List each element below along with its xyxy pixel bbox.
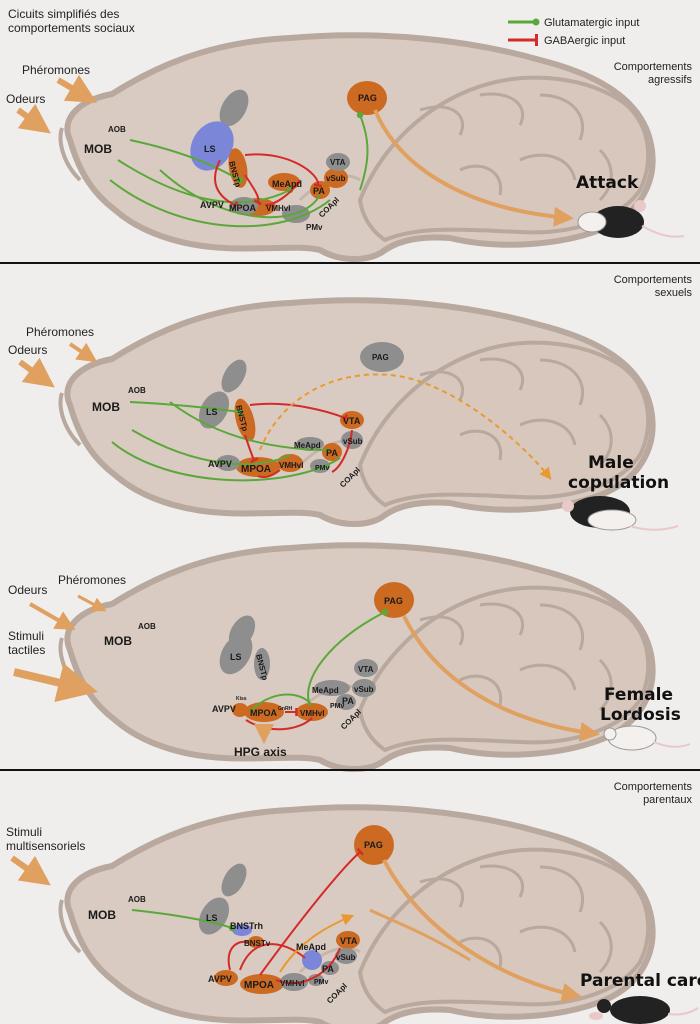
- input-pheromones-3: Phéromones: [58, 573, 126, 587]
- svg-text:PMv: PMv: [315, 465, 330, 472]
- panel-aggressive: Cicuits simplifiés des comportements soc…: [0, 0, 700, 263]
- svg-text:LS: LS: [206, 913, 218, 923]
- label-vta: VTA: [330, 158, 346, 167]
- svg-text:AOB: AOB: [128, 386, 146, 395]
- panel-sexual: Comportements sexuels Phéromones Odeurs: [8, 274, 693, 531]
- legend-glutamatergic-dot: [532, 18, 540, 26]
- svg-text:GnRH: GnRH: [278, 706, 293, 712]
- category-aggressive-line2: agressifs: [648, 74, 693, 86]
- panel-parental: Comportements parentaux Stimuli multisen…: [6, 781, 700, 1024]
- svg-text:MPOA: MPOA: [244, 980, 274, 991]
- svg-text:MPOA: MPOA: [241, 464, 271, 475]
- mouse-copulation-icon: [562, 496, 679, 531]
- label-ls: LS: [204, 144, 216, 154]
- mouse-lordosis-icon: [603, 725, 691, 751]
- legend-gabaergic-label: GABAergic input: [544, 35, 625, 47]
- vsub-node: [324, 168, 348, 188]
- input-pheromones-2: Phéromones: [26, 325, 94, 339]
- svg-text:vSub: vSub: [343, 437, 363, 446]
- svg-text:vSub: vSub: [336, 953, 356, 962]
- inactive-region-blob: [219, 89, 249, 127]
- category-parental-line2: parentaux: [643, 794, 692, 806]
- label-mpoa: MPOA: [229, 203, 257, 213]
- svg-text:vSub: vSub: [354, 685, 374, 694]
- behavior-female-lordosis-line1: Female: [604, 685, 673, 705]
- svg-text:BNSTv: BNSTv: [244, 939, 271, 948]
- input-multisensory-line2: multisensoriels: [6, 839, 85, 853]
- svg-text:PAG: PAG: [372, 353, 389, 362]
- category-parental-line1: Comportements: [614, 781, 693, 793]
- label-aob: AOB: [108, 125, 126, 134]
- svg-text:PA: PA: [326, 448, 338, 458]
- input-stimuli-line1: Stimuli: [8, 629, 44, 643]
- legend-gabaergic-bar: [535, 34, 538, 46]
- label-vmhvl: VMHvl: [266, 204, 290, 213]
- svg-text:AOB: AOB: [128, 895, 146, 904]
- svg-text:PA: PA: [342, 696, 354, 706]
- vta-node: [326, 153, 350, 171]
- input-multisensory-line1: Stimuli: [6, 825, 42, 839]
- svg-text:MeApd: MeApd: [294, 441, 321, 450]
- svg-text:AVPV: AVPV: [212, 704, 236, 714]
- label-pmv: PMv: [306, 223, 323, 232]
- figure-title-line1: Cicuits simplifiés des: [8, 7, 119, 21]
- svg-text:VMHvl: VMHvl: [300, 709, 324, 718]
- svg-text:PAG: PAG: [384, 596, 403, 606]
- svg-text:AVPV: AVPV: [208, 459, 232, 469]
- category-sexual-line1: Comportements: [614, 274, 693, 286]
- svg-text:PMv: PMv: [314, 979, 329, 986]
- svg-text:MOB: MOB: [88, 908, 116, 922]
- label-pa: PA: [313, 186, 325, 196]
- label-meapd: MeApd: [272, 179, 302, 189]
- svg-text:MOB: MOB: [92, 400, 120, 414]
- ls-node: [190, 121, 234, 171]
- input-stimuli-line2: tactiles: [8, 643, 45, 657]
- category-sexual-line2: sexuels: [655, 287, 693, 299]
- pheromone-arrow: [56, 74, 98, 104]
- label-hpg-axis: HPG axis: [234, 745, 287, 759]
- meapd-node: [268, 173, 300, 191]
- svg-text:MPOA: MPOA: [250, 708, 278, 718]
- behavior-attack: Attack: [576, 173, 639, 193]
- legend-glutamatergic-label: Glutamatergic input: [544, 17, 639, 29]
- svg-text:AVPV: AVPV: [208, 974, 232, 984]
- svg-text:LS: LS: [230, 652, 242, 662]
- behavior-male-copulation-line2: copulation: [568, 473, 669, 493]
- svg-text:AOB: AOB: [138, 622, 156, 631]
- svg-text:VMHvl: VMHvl: [280, 979, 304, 988]
- figure-title-line2: comportements sociaux: [8, 21, 135, 35]
- svg-text:VMHvl: VMHvl: [279, 461, 303, 470]
- label-avpv: AVPV: [200, 200, 224, 210]
- panel-female-lordosis: Odeurs Phéromones Stimuli tactiles MOB A…: [8, 545, 691, 769]
- svg-text:VTA: VTA: [358, 665, 374, 674]
- svg-text:LS: LS: [206, 407, 218, 417]
- svg-text:MOB: MOB: [104, 634, 132, 648]
- category-aggressive-line1: Comportements: [614, 61, 693, 73]
- mouse-parental-icon: [589, 996, 699, 1024]
- svg-text:Kiss: Kiss: [236, 696, 247, 702]
- input-odeurs: Odeurs: [6, 92, 45, 106]
- label-pag: PAG: [358, 93, 377, 103]
- input-pheromones: Phéromones: [22, 63, 90, 77]
- odor-arrow: [16, 103, 51, 134]
- svg-text:VTA: VTA: [343, 416, 361, 426]
- svg-text:PMv: PMv: [330, 703, 345, 710]
- attack-output-arrow: [373, 109, 574, 227]
- svg-text:BNSTrh: BNSTrh: [230, 921, 263, 931]
- behavior-female-lordosis-line2: Lordosis: [600, 705, 681, 725]
- behavior-parental-care: Parental care: [580, 971, 700, 991]
- svg-text:PA: PA: [322, 964, 334, 974]
- mouse-attack-icon: [577, 200, 685, 238]
- svg-text:MeApd: MeApd: [296, 942, 326, 952]
- label-vsub: vSub: [326, 174, 346, 183]
- svg-text:VTA: VTA: [340, 936, 358, 946]
- input-odeurs-2: Odeurs: [8, 343, 47, 357]
- input-odeurs-3: Odeurs: [8, 583, 47, 597]
- svg-text:MeApd: MeApd: [312, 686, 339, 695]
- behavior-male-copulation-line1: Male: [588, 453, 634, 473]
- label-mob: MOB: [84, 142, 112, 156]
- pag-node: [347, 81, 387, 115]
- svg-text:PAG: PAG: [364, 840, 383, 850]
